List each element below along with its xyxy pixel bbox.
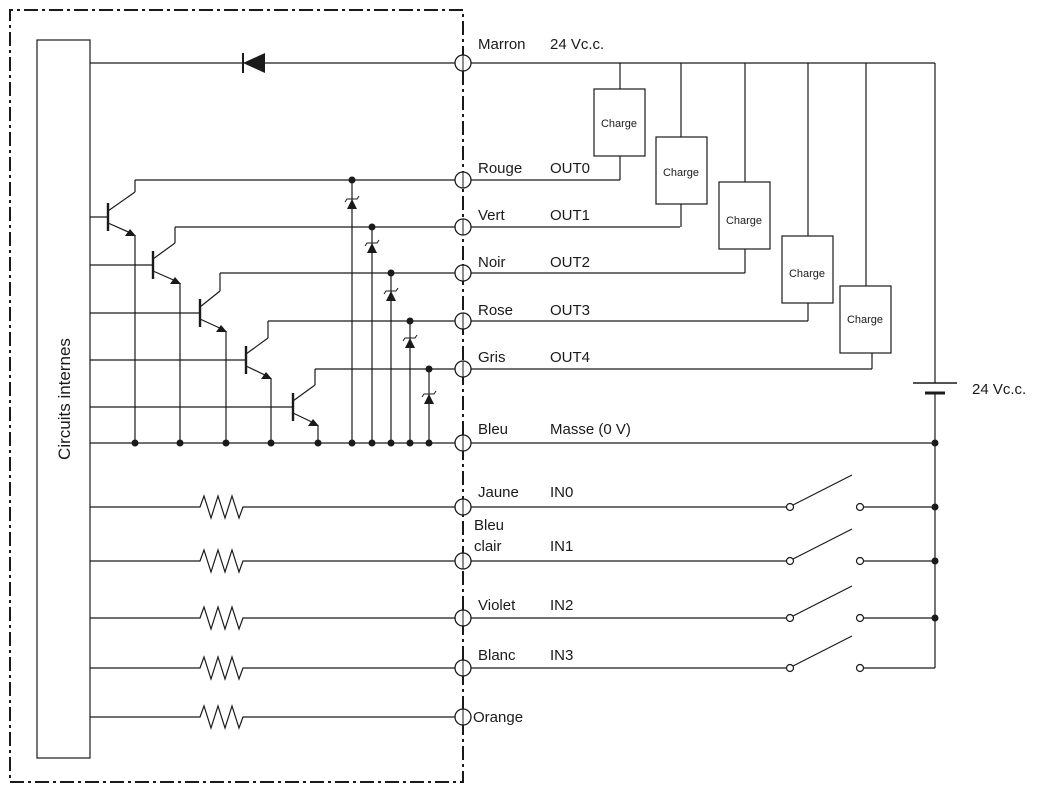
transistor-out0 xyxy=(90,180,136,443)
load-out1: Charge xyxy=(655,63,708,227)
transistor-out3 xyxy=(90,321,272,443)
wire-signal-label: OUT0 xyxy=(550,160,590,177)
diode-symbol xyxy=(242,53,265,73)
wire-color-label: Gris xyxy=(478,349,506,366)
wire-color-label: Jaune xyxy=(478,484,519,501)
wire-signal-label: IN3 xyxy=(550,647,573,664)
terminal-connectors xyxy=(454,54,472,726)
wire-color-label: Blanc xyxy=(478,647,516,664)
input-in0 xyxy=(90,474,935,520)
transistor-out2 xyxy=(90,273,227,443)
transistor-out1 xyxy=(90,227,181,443)
internal-circuits-label: Circuits internes xyxy=(55,338,74,460)
supply-voltage-label: 24 Vc.c. xyxy=(972,381,1026,398)
wire-color-label: Vert xyxy=(478,207,506,224)
wire-color-label-2: clair xyxy=(474,538,502,555)
load-out3: Charge xyxy=(781,63,834,321)
input-in1 xyxy=(90,528,935,574)
transistor-out4 xyxy=(90,369,319,443)
wire-color-label: Rose xyxy=(478,302,513,319)
zener-diode-out0 xyxy=(344,176,360,443)
input-orange xyxy=(90,704,463,730)
wire-signal-label: IN0 xyxy=(550,484,573,501)
zener-diode-out4 xyxy=(421,365,437,443)
wire-color-label: Bleu xyxy=(478,421,508,438)
wire-signal-label: OUT2 xyxy=(550,254,590,271)
internal-circuits-block xyxy=(36,39,91,759)
load-out0: Charge xyxy=(593,63,646,180)
load-label-out0: Charge xyxy=(601,118,637,130)
wire-signal-label: OUT3 xyxy=(550,302,590,319)
wire-color-label: Marron xyxy=(478,36,526,53)
input-in2 xyxy=(90,585,935,631)
zener-diode-out3 xyxy=(402,317,418,443)
ground-junctions xyxy=(131,439,433,447)
wire-signal-label: 24 Vc.c. xyxy=(550,36,604,53)
load-label-out2: Charge xyxy=(726,215,762,227)
load-label-out3: Charge xyxy=(789,268,825,280)
wire-signal-label: OUT4 xyxy=(550,349,590,366)
wire-signal-label: OUT1 xyxy=(550,207,590,224)
wire-signal-label: Masse (0 V) xyxy=(550,421,631,438)
wire-color-label: Noir xyxy=(478,254,506,271)
wire-signal-label: IN2 xyxy=(550,597,573,614)
wire-color-label: Bleu xyxy=(474,517,504,534)
wire-color-label: Violet xyxy=(478,597,516,614)
zener-diode-out2 xyxy=(383,269,399,443)
load-out4: Charge xyxy=(839,63,892,369)
wire-color-label: Orange xyxy=(473,709,523,726)
load-label-out1: Charge xyxy=(663,167,699,179)
input-in3 xyxy=(90,635,935,681)
zener-diode-out1 xyxy=(364,223,380,443)
wire-color-label: Rouge xyxy=(478,160,522,177)
device-boundary xyxy=(9,9,464,783)
load-out2: Charge xyxy=(718,63,771,273)
power-supply: 24 Vc.c. xyxy=(913,63,1026,668)
load-label-out4: Charge xyxy=(847,314,883,326)
wire-signal-label: IN1 xyxy=(550,538,573,555)
